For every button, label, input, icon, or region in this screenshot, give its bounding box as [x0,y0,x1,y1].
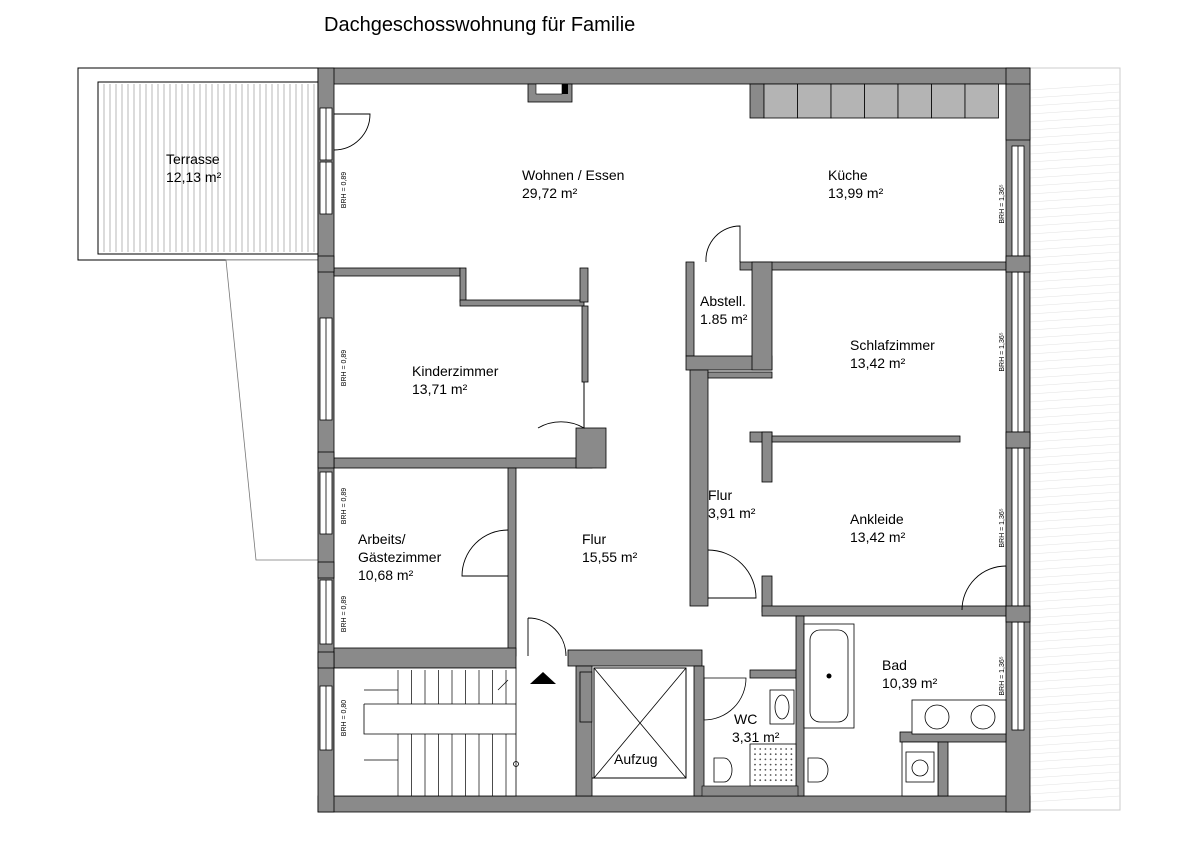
room-flur-small-area: 3,91 m² [708,505,756,521]
room-kueche-name: Küche [828,167,868,183]
room-flur-main-area: 15,55 m² [582,549,638,565]
brh-label-left-2: BRH = 0,89 [341,349,348,387]
brh-label-left-1: BRH = 0,89 [341,171,348,209]
wc-washbasin [769,689,795,725]
brh-label-right-1: BRH = 1,36⁵ [999,184,1006,224]
room-wc-name: WC [734,711,758,727]
room-kinder-name: Kinderzimmer [412,363,499,379]
room-bad-area: 10,39 m² [882,675,938,691]
room-terrasse-area: 12,13 m² [166,169,222,185]
stairs [333,667,519,797]
interior-walls [317,255,1031,797]
room-kueche-area: 13,99 m² [828,185,884,201]
elevator [592,667,687,779]
windows [319,107,1025,751]
room-abstell-area: 1.85 m² [700,311,748,327]
room-schlaf-area: 13,42 m² [850,355,906,371]
room-terrasse-name: Terrasse [166,151,220,167]
room-ankleide-area: 13,42 m² [850,529,906,545]
room-abstell-name: Abstell. [700,293,746,309]
room-arbeits-name-1: Arbeits/ [358,531,406,547]
kitchen-counter [749,83,999,119]
brh-label-right-4: BRH = 1,36⁵ [999,656,1006,696]
room-schlaf-name: Schlafzimmer [850,337,935,353]
chimney [527,83,573,103]
brh-label-left-5: BRH = 0,80 [341,699,348,737]
entrance-arrow [530,672,556,684]
room-ankleide-name: Ankleide [850,511,904,527]
room-flur-small-name: Flur [708,487,733,503]
shower-tray [701,743,799,797]
room-arbeits-name-2: Gästezimmer [358,549,442,565]
room-kinder-area: 13,71 m² [412,381,468,397]
brh-label-left-4: BRH = 0,89 [341,595,348,633]
brh-label-right-2: BRH = 1,36⁵ [999,332,1006,372]
room-flur-main-name: Flur [582,531,607,547]
plan-title: Dachgeschosswohnung für Familie [324,14,636,36]
doors [333,113,1007,721]
toilets [713,757,829,783]
bathtub [803,623,855,729]
room-wc-area: 3,31 m² [732,729,780,745]
washbasins [901,699,1007,797]
room-arbeits-area: 10,68 m² [358,567,414,583]
room-wohnen-area: 29,72 m² [522,185,578,201]
room-bad-name: Bad [882,657,907,673]
brh-label-right-3: BRH = 1,36⁵ [999,508,1006,548]
room-wohnen-name: Wohnen / Essen [522,167,625,183]
room-aufzug-name: Aufzug [614,751,658,767]
brh-label-left-3: BRH = 0,89 [341,487,348,525]
terrace [77,67,319,561]
roof-area [1029,67,1121,811]
